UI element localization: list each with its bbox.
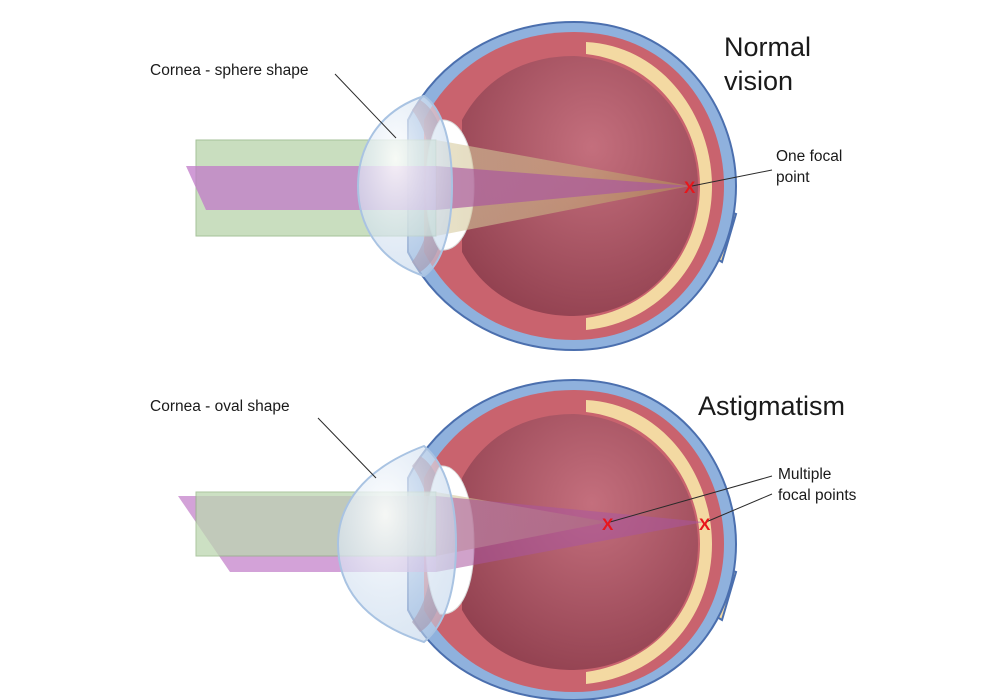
astigmatism-title: Astigmatism bbox=[698, 391, 846, 421]
normal-vision-title: Normal vision bbox=[724, 30, 811, 98]
astigmatism-eye bbox=[178, 378, 738, 700]
multiple-focal-points-line2: focal points bbox=[778, 487, 857, 504]
converging-light-purple bbox=[436, 166, 690, 210]
cornea-leader-line-top bbox=[334, 73, 397, 139]
focal-point-marker: X bbox=[684, 178, 696, 197]
focal-leader-line-a bbox=[609, 475, 773, 523]
retina bbox=[586, 42, 712, 330]
one-focal-point-label: One focal point bbox=[776, 146, 842, 188]
one-focal-point-line2: point bbox=[776, 169, 810, 186]
focal-leader-line-top bbox=[691, 169, 773, 187]
multiple-focal-points-label: Multiple focal points bbox=[778, 464, 856, 506]
one-focal-point-line1: One focal bbox=[776, 148, 843, 165]
retina bbox=[586, 400, 712, 684]
normal-vision-title-line1: Normal bbox=[724, 32, 812, 62]
cornea-oval bbox=[336, 444, 458, 644]
normal-vision-title-line2: vision bbox=[724, 66, 794, 96]
focal-leader-line-b bbox=[705, 493, 773, 523]
focal-point-marker-2: X bbox=[699, 515, 711, 534]
focal-point-marker-1: X bbox=[602, 515, 614, 534]
cornea-oval-label: Cornea - oval shape bbox=[150, 398, 290, 415]
normal-eye bbox=[186, 20, 738, 352]
converging-light-purple bbox=[436, 496, 704, 572]
multiple-focal-points-line1: Multiple bbox=[778, 466, 832, 483]
cornea-sphere bbox=[356, 94, 454, 278]
cornea-sphere-label: Cornea - sphere shape bbox=[150, 62, 309, 79]
cornea-leader-line-bottom bbox=[317, 417, 377, 479]
